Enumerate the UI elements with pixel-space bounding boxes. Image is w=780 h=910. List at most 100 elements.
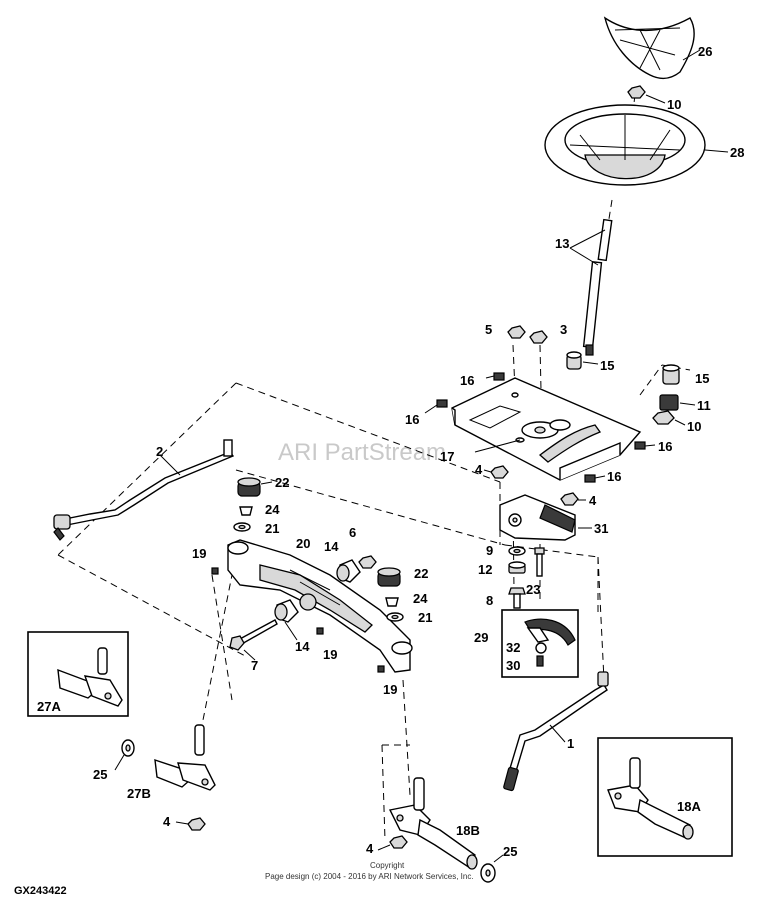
callout-16-c: 16: [658, 439, 672, 454]
steering-cap: [603, 16, 701, 80]
sector-plate: [499, 494, 592, 541]
bushing-15: [566, 351, 599, 370]
steering-plate: [451, 377, 642, 481]
copyright-line-2: Page design (c) 2004 - 2016 by ARI Netwo…: [265, 872, 474, 881]
spacer-12: [508, 561, 526, 574]
callout-24-a: 24: [265, 502, 280, 517]
nut-4-right: [377, 835, 408, 851]
callout-15-center: 15: [600, 358, 614, 373]
nut-4-sector: [560, 492, 586, 506]
callout-9: 9: [486, 543, 493, 558]
copyright-line-1: Copyright: [370, 861, 405, 870]
callout-21-a: 21: [265, 521, 279, 536]
watermark-text: ARI PartStream: [278, 439, 446, 466]
front-axle: [227, 539, 413, 673]
callout-4-plate: 4: [475, 462, 483, 477]
callout-20: 20: [296, 536, 310, 551]
callout-22-a: 22: [275, 475, 289, 490]
bolt-16-a: [485, 372, 505, 381]
nut-4-left: [175, 817, 206, 831]
callout-32: 32: [506, 640, 520, 655]
nut-10-right: [652, 410, 686, 426]
steering-shaft: [569, 218, 613, 356]
washer-25-right: [480, 854, 504, 883]
clip-24-b: [385, 597, 399, 607]
callout-4-sector: 4: [589, 493, 597, 508]
callout-10-right: 10: [687, 419, 701, 434]
sector-gear-assembly: [524, 618, 576, 667]
callout-28: 28: [730, 145, 744, 160]
washer-21-a: [233, 522, 251, 532]
callout-17: 17: [440, 449, 454, 464]
grease-fitting-19-c: [377, 665, 385, 673]
callout-11: 11: [697, 398, 711, 413]
callout-13: 13: [555, 236, 569, 251]
callout-21-b: 21: [418, 610, 432, 625]
spindle-27a: [57, 647, 123, 707]
callout-27b: 27B: [127, 786, 151, 801]
steering-nut-top: [627, 85, 666, 104]
callout-4-right: 4: [366, 841, 374, 856]
inset-18a-frame: [597, 737, 733, 857]
washer-25-left: [114, 739, 135, 771]
pivot-bushing-14-lower: [274, 599, 299, 641]
inset-27a-frame: [27, 631, 129, 717]
bolt-16-b: [424, 399, 448, 414]
grease-fitting-19-a: [211, 567, 219, 575]
callout-23: 23: [526, 582, 540, 597]
callout-25-right: 25: [503, 844, 517, 859]
bolt-16-d: [584, 474, 606, 483]
bumper-22-a: [237, 477, 273, 497]
callout-31: 31: [594, 521, 608, 536]
bumper-22-b: [377, 567, 401, 587]
callout-16-b: 16: [405, 412, 419, 427]
callout-19-center: 19: [323, 647, 337, 662]
spindle-18b: [388, 777, 478, 870]
pivot-bushing-14-upper: [336, 559, 361, 583]
callout-25-left: 25: [93, 767, 107, 782]
callout-12: 12: [478, 562, 492, 577]
nut-5: [507, 325, 526, 339]
callout-26: 26: [698, 44, 712, 59]
spindle-18a: [607, 757, 694, 840]
pivot-bolt-7: [229, 619, 278, 661]
callout-19-left: 19: [192, 546, 206, 561]
nut-6: [358, 555, 377, 569]
callout-5: 5: [485, 322, 492, 337]
callout-16-d: 16: [607, 469, 621, 484]
steering-wheel: [544, 104, 729, 186]
bushing-15-right: [662, 364, 680, 385]
callout-16-a: 16: [460, 373, 474, 388]
callout-7: 7: [251, 658, 258, 673]
diagram-code: GX243422: [14, 885, 67, 897]
callout-30: 30: [506, 658, 520, 673]
callout-18b: 18B: [456, 823, 480, 838]
clip-24-a: [239, 506, 253, 516]
callout-10-top: 10: [667, 97, 681, 112]
callout-19-right: 19: [383, 682, 397, 697]
callout-24-b: 24: [413, 591, 428, 606]
callout-1: 1: [567, 736, 574, 751]
callout-18a: 18A: [677, 799, 701, 814]
callout-14-lower: 14: [295, 639, 310, 654]
spindle-27b: [154, 724, 216, 791]
tie-rod: [503, 671, 609, 792]
nut-3: [529, 330, 548, 344]
callout-6: 6: [349, 525, 356, 540]
callout-29: 29: [474, 630, 488, 645]
callout-14-upper: 14: [324, 539, 339, 554]
inset-29-frame: [501, 609, 579, 678]
callout-labels: 26 10 28 13 5 3 15 15 16 16 11 10 16 17 …: [37, 44, 744, 859]
gear-11: [659, 394, 696, 411]
callout-22-b: 22: [414, 566, 428, 581]
washer-9: [508, 546, 526, 556]
callout-8: 8: [486, 593, 493, 608]
callout-27a: 27A: [37, 699, 61, 714]
bolt-8: [508, 587, 526, 609]
callout-3: 3: [560, 322, 567, 337]
assembly-dashed-lines: [57, 94, 691, 841]
callout-4-left: 4: [163, 814, 171, 829]
callout-2: 2: [156, 444, 163, 459]
nut-4-plate: [483, 465, 509, 479]
